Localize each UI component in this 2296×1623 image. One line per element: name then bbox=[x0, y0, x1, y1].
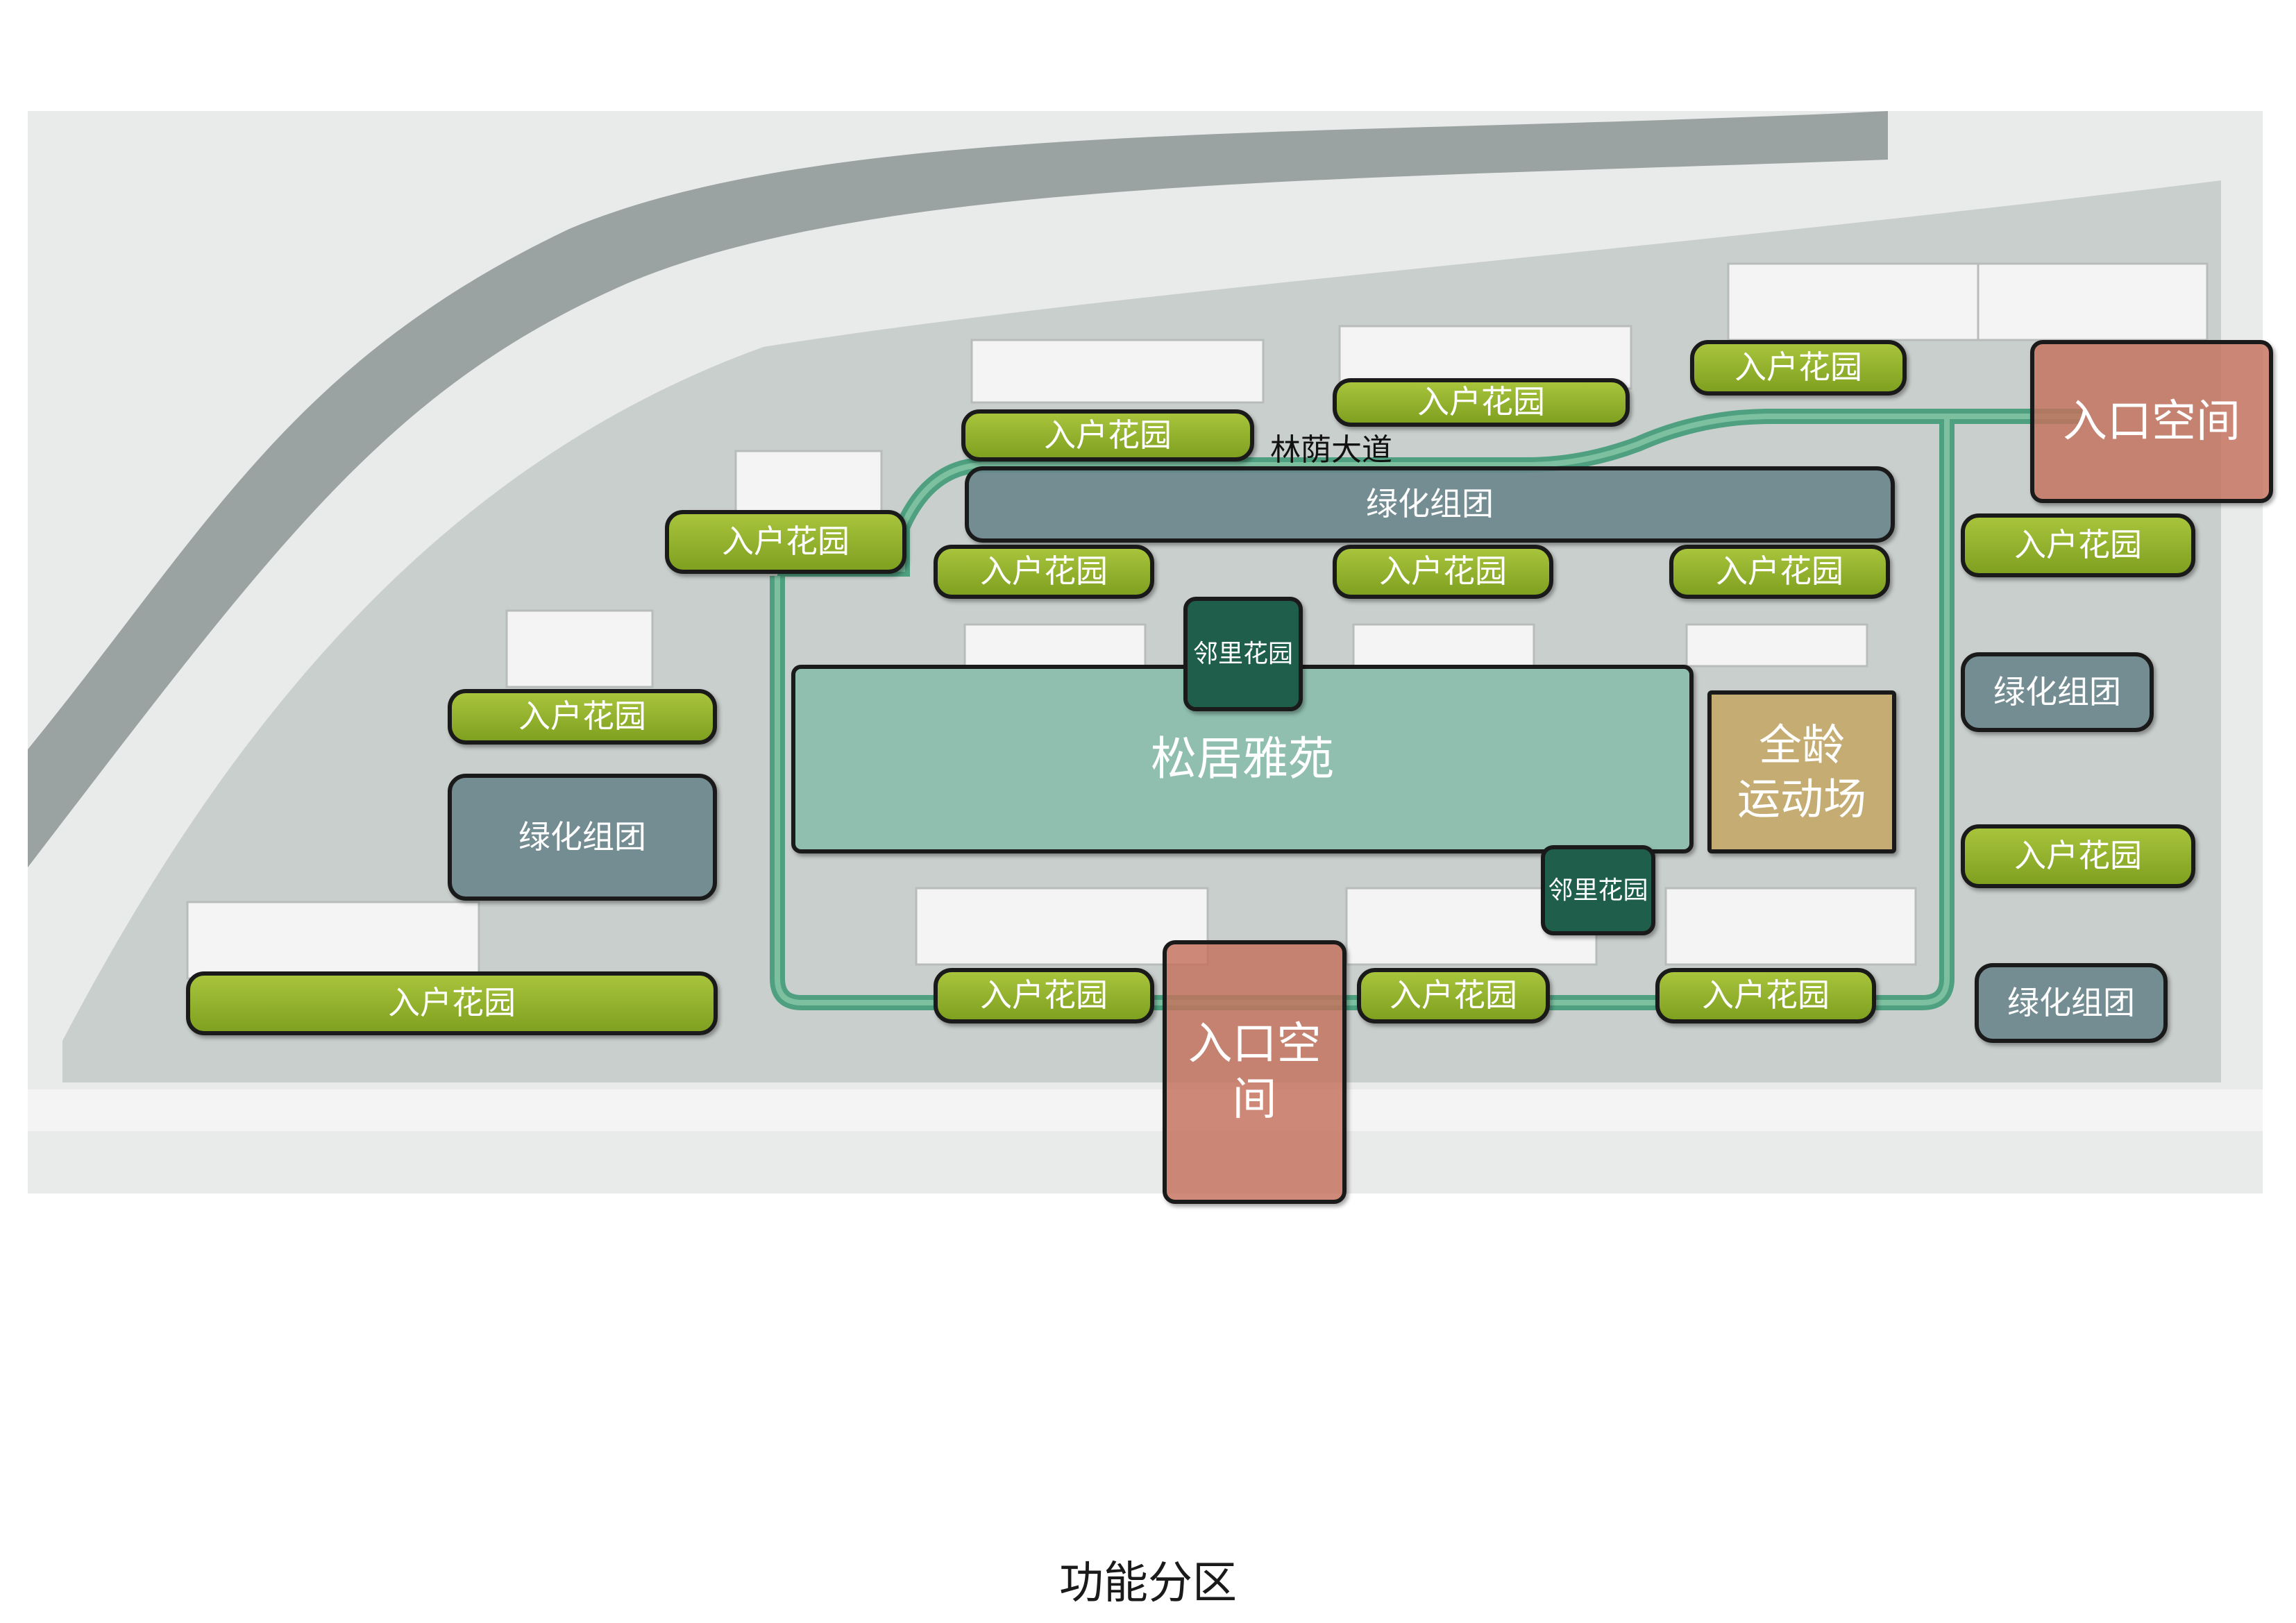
entrance-garden-1[interactable]: 入户花园 bbox=[961, 409, 1254, 461]
green-cluster-left[interactable]: 绿化组团 bbox=[448, 774, 717, 901]
entrance-garden-12[interactable]: 入户花园 bbox=[934, 968, 1154, 1023]
green-cluster-right-2[interactable]: 绿化组团 bbox=[1975, 963, 2168, 1043]
entrance-garden-7[interactable]: 入户花园 bbox=[1669, 545, 1890, 599]
road-label: 林荫大道 bbox=[1270, 432, 1392, 468]
green-cluster-right-1[interactable]: 绿化组团 bbox=[1961, 652, 2154, 732]
entrance-garden-2[interactable]: 入户花园 bbox=[1333, 378, 1630, 427]
loop-path-inner bbox=[775, 414, 2082, 1005]
river bbox=[28, 111, 1888, 867]
bottom-road bbox=[28, 1089, 2263, 1131]
entrance-garden-13[interactable]: 入户花园 bbox=[1357, 968, 1550, 1023]
entrance-garden-6[interactable]: 入户花园 bbox=[1333, 545, 1553, 599]
buildings bbox=[186, 262, 2209, 980]
entrance-garden-14[interactable]: 入户花园 bbox=[1655, 968, 1876, 1023]
entrance-garden-4[interactable]: 入户花园 bbox=[665, 510, 906, 574]
entrance-garden-10[interactable]: 入户花园 bbox=[1961, 824, 2195, 888]
map-caption: 功能分区 bbox=[1059, 1558, 1237, 1609]
entrance-garden-5[interactable]: 入户花园 bbox=[934, 545, 1154, 599]
entrance-garden-3[interactable]: 入户花园 bbox=[1690, 340, 1907, 396]
entry-space-bottom[interactable]: 入口空间 bbox=[1163, 940, 1347, 1204]
entrance-garden-9[interactable]: 入户花园 bbox=[448, 689, 717, 745]
entry-space-top-right[interactable]: 入口空间 bbox=[2030, 340, 2273, 503]
entrance-garden-8[interactable]: 入户花园 bbox=[1961, 513, 2195, 577]
entrance-garden-11[interactable]: 入户花园 bbox=[186, 971, 718, 1035]
green-cluster-top[interactable]: 绿化组团 bbox=[965, 466, 1895, 543]
neighborhood-garden-top[interactable]: 邻里花园 bbox=[1183, 597, 1303, 711]
all-age-sports-field[interactable]: 全龄 运动场 bbox=[1707, 690, 1896, 853]
neighborhood-garden-bottom[interactable]: 邻里花园 bbox=[1541, 845, 1655, 935]
